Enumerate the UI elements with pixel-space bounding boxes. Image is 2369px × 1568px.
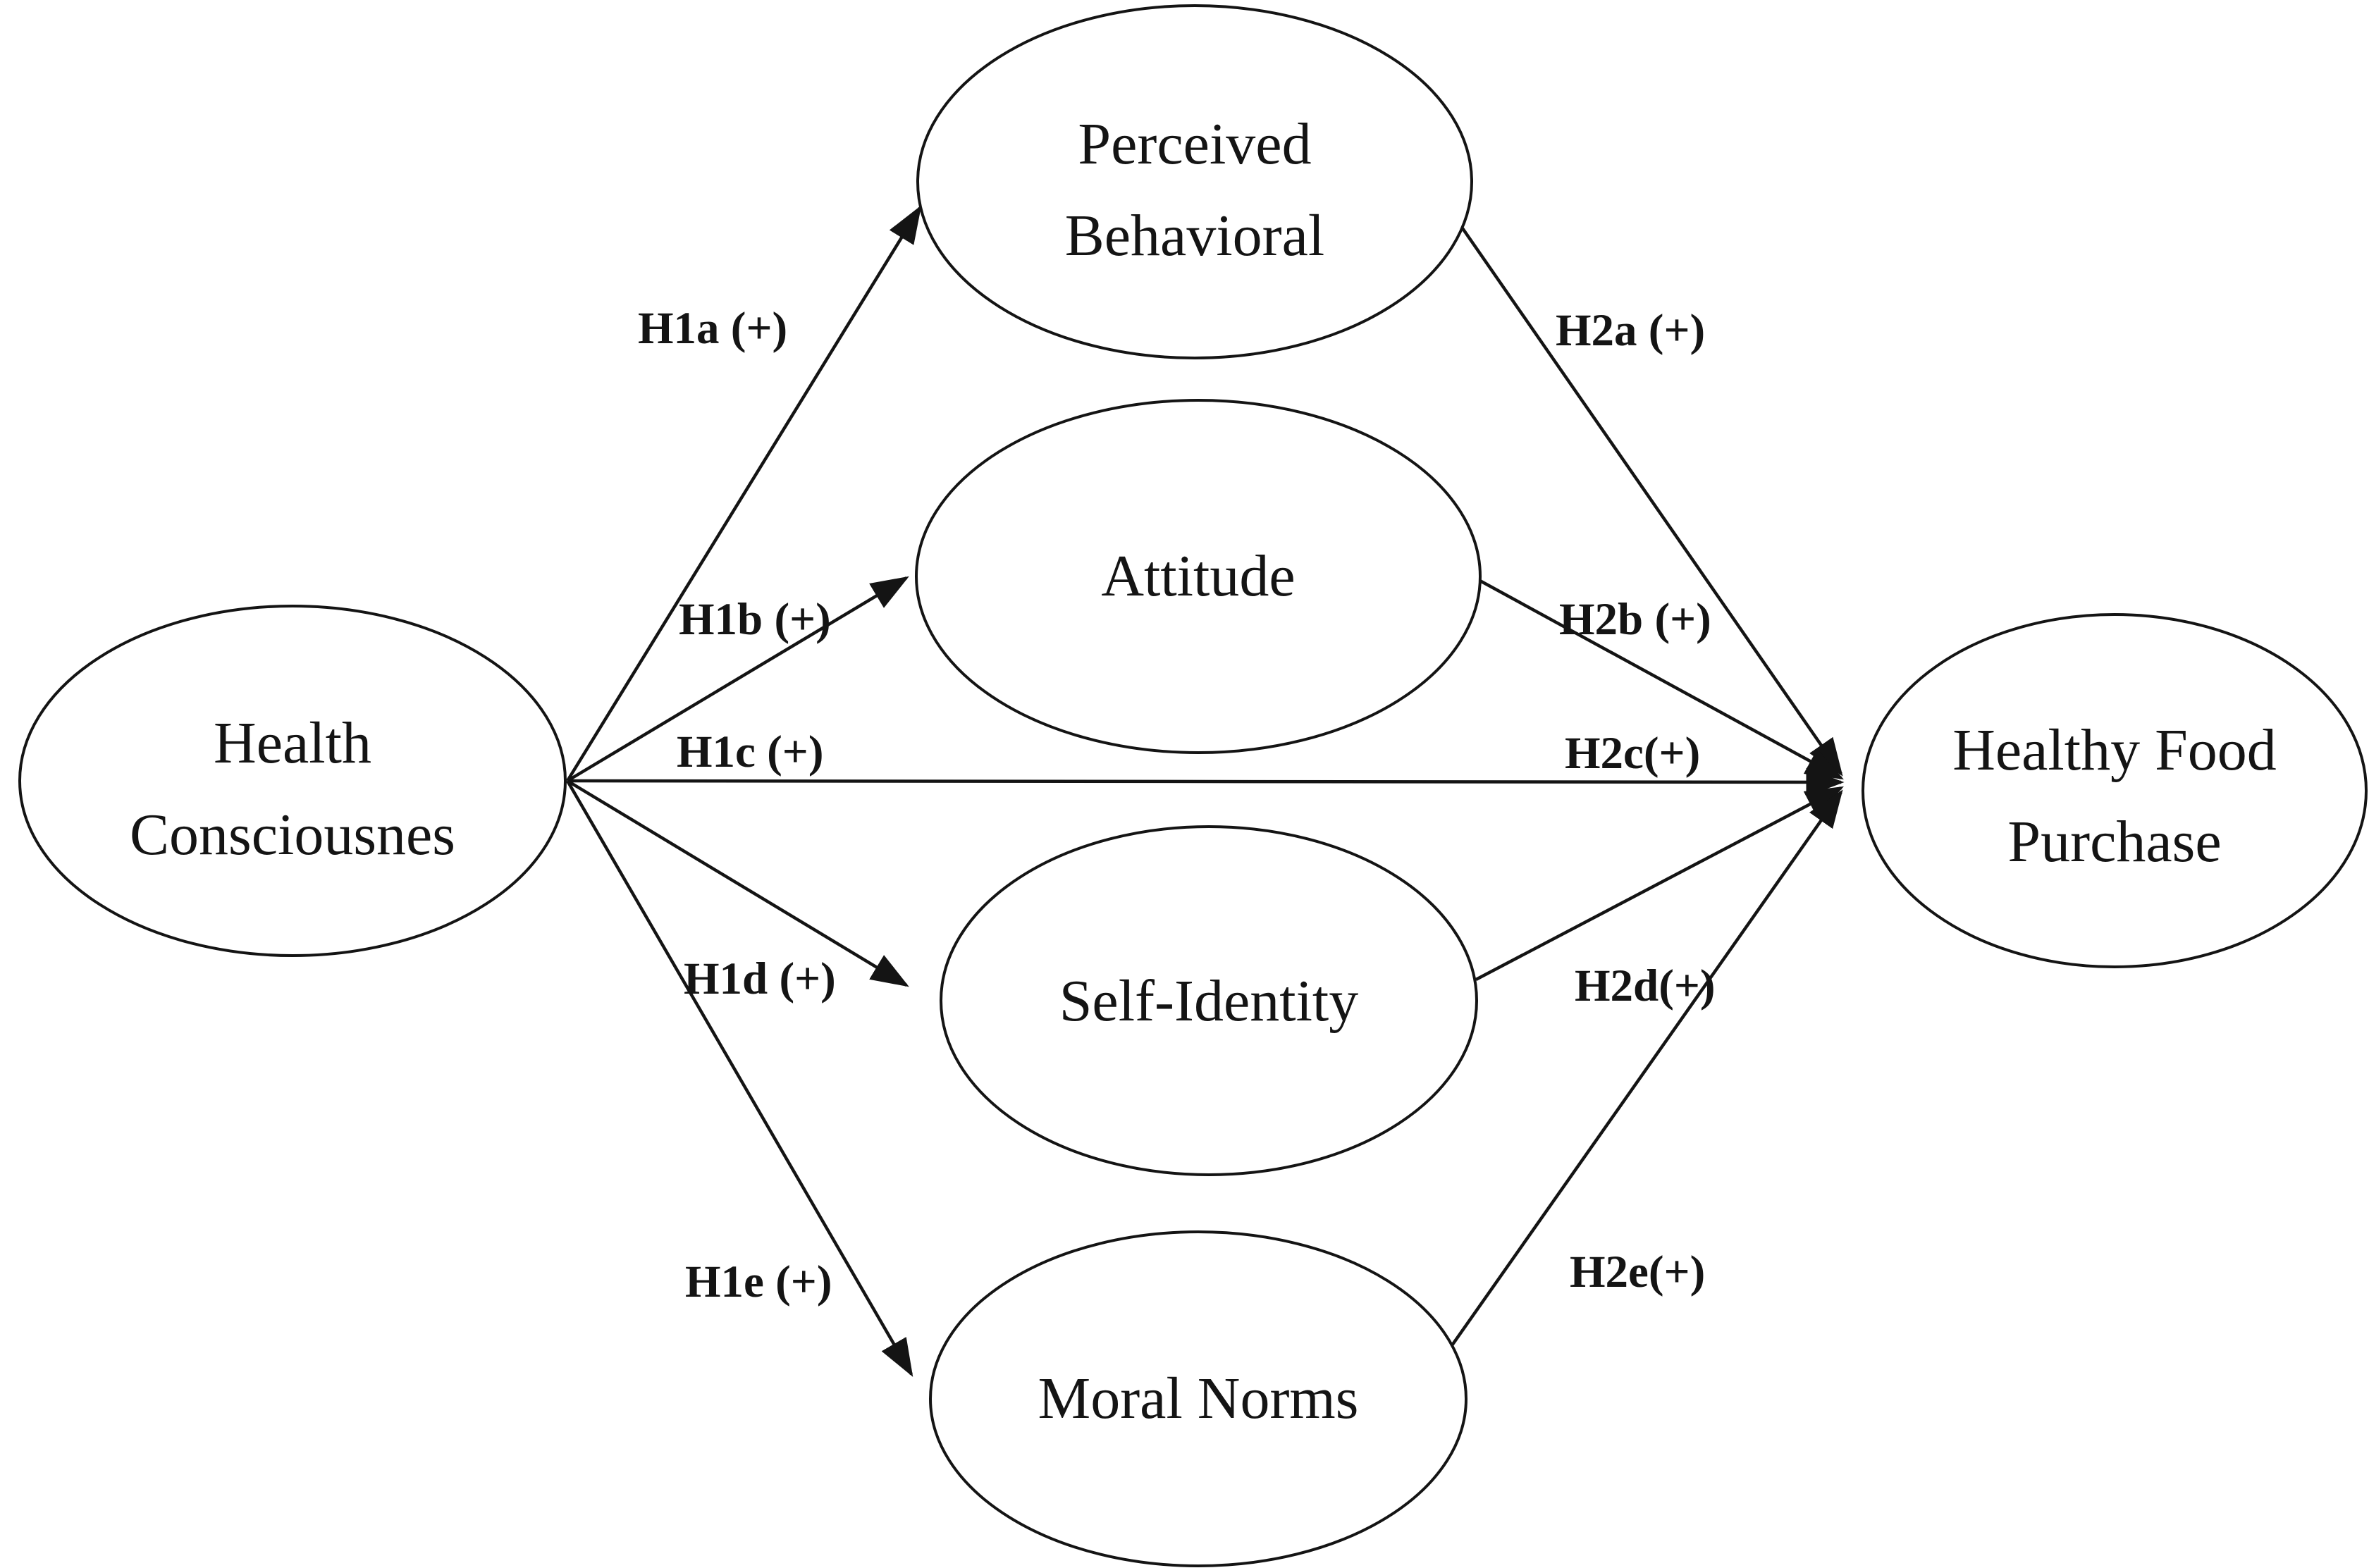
hypothesis-label-h1b: H1b (+) (679, 594, 831, 645)
attitude-label: Attitude (1101, 543, 1295, 609)
self-identity-node (940, 825, 1478, 1176)
arrow-h1c-h2c (567, 767, 1845, 797)
healthy-food-purchase-label-line1: Healthy Food (1952, 717, 2277, 783)
arrow-h2a (1461, 227, 1843, 777)
hypothesis-labels: H1a (+) H1b (+) H1c (+) H1d (+) H1e (+) … (638, 303, 1716, 1307)
hypothesis-label-h1a: H1a (+) (638, 303, 787, 354)
h2-edges (1451, 227, 1844, 1347)
perceived-behavioral-node (916, 4, 1473, 359)
health-consciousness-label-line2: Consciousnes (130, 802, 455, 868)
hypothesis-label-h2b: H2b (+) (1559, 594, 1711, 645)
moral-norms-node (929, 1230, 1467, 1567)
hypothesis-label-h1e: H1e (+) (685, 1257, 832, 1307)
arrow-h2d (1475, 786, 1844, 981)
arrow-h1a (566, 205, 922, 782)
healthy-food-purchase-label-line2: Purchase (2007, 809, 2221, 875)
hypothesis-label-h2a: H2a (+) (1556, 305, 1705, 356)
attitude-node (915, 399, 1482, 754)
hypothesis-label-h2e: H2e(+) (1570, 1247, 1705, 1297)
moral-norms-label: Moral Norms (1038, 1366, 1359, 1431)
node-labels: Health Consciousnes Perceived Behavioral… (130, 111, 2277, 1431)
arrow-h1d (566, 779, 909, 987)
arrow-h2b (1476, 578, 1844, 780)
health-consciousness-node (18, 605, 567, 957)
arrow-h2e (1451, 789, 1843, 1347)
hypothesis-label-h1d: H1d (+) (684, 953, 836, 1004)
arrow-h1b (566, 576, 909, 782)
arrow-h1e (566, 779, 913, 1377)
health-consciousness-label-line1: Health (214, 710, 371, 776)
healthy-food-purchase-node (1862, 613, 2368, 968)
h1-edges (566, 205, 1845, 1377)
hypothesis-label-h2d: H2d(+) (1575, 961, 1716, 1011)
hypothesis-label-h2c: H2c(+) (1565, 728, 1700, 779)
self-identity-label: Self-Identity (1059, 968, 1359, 1034)
hypothesis-label-h1c: H1c (+) (677, 727, 824, 777)
perceived-behavioral-label-line2: Behavioral (1065, 203, 1325, 268)
nodes (18, 4, 2368, 1567)
perceived-behavioral-label-line1: Perceived (1078, 111, 1311, 177)
